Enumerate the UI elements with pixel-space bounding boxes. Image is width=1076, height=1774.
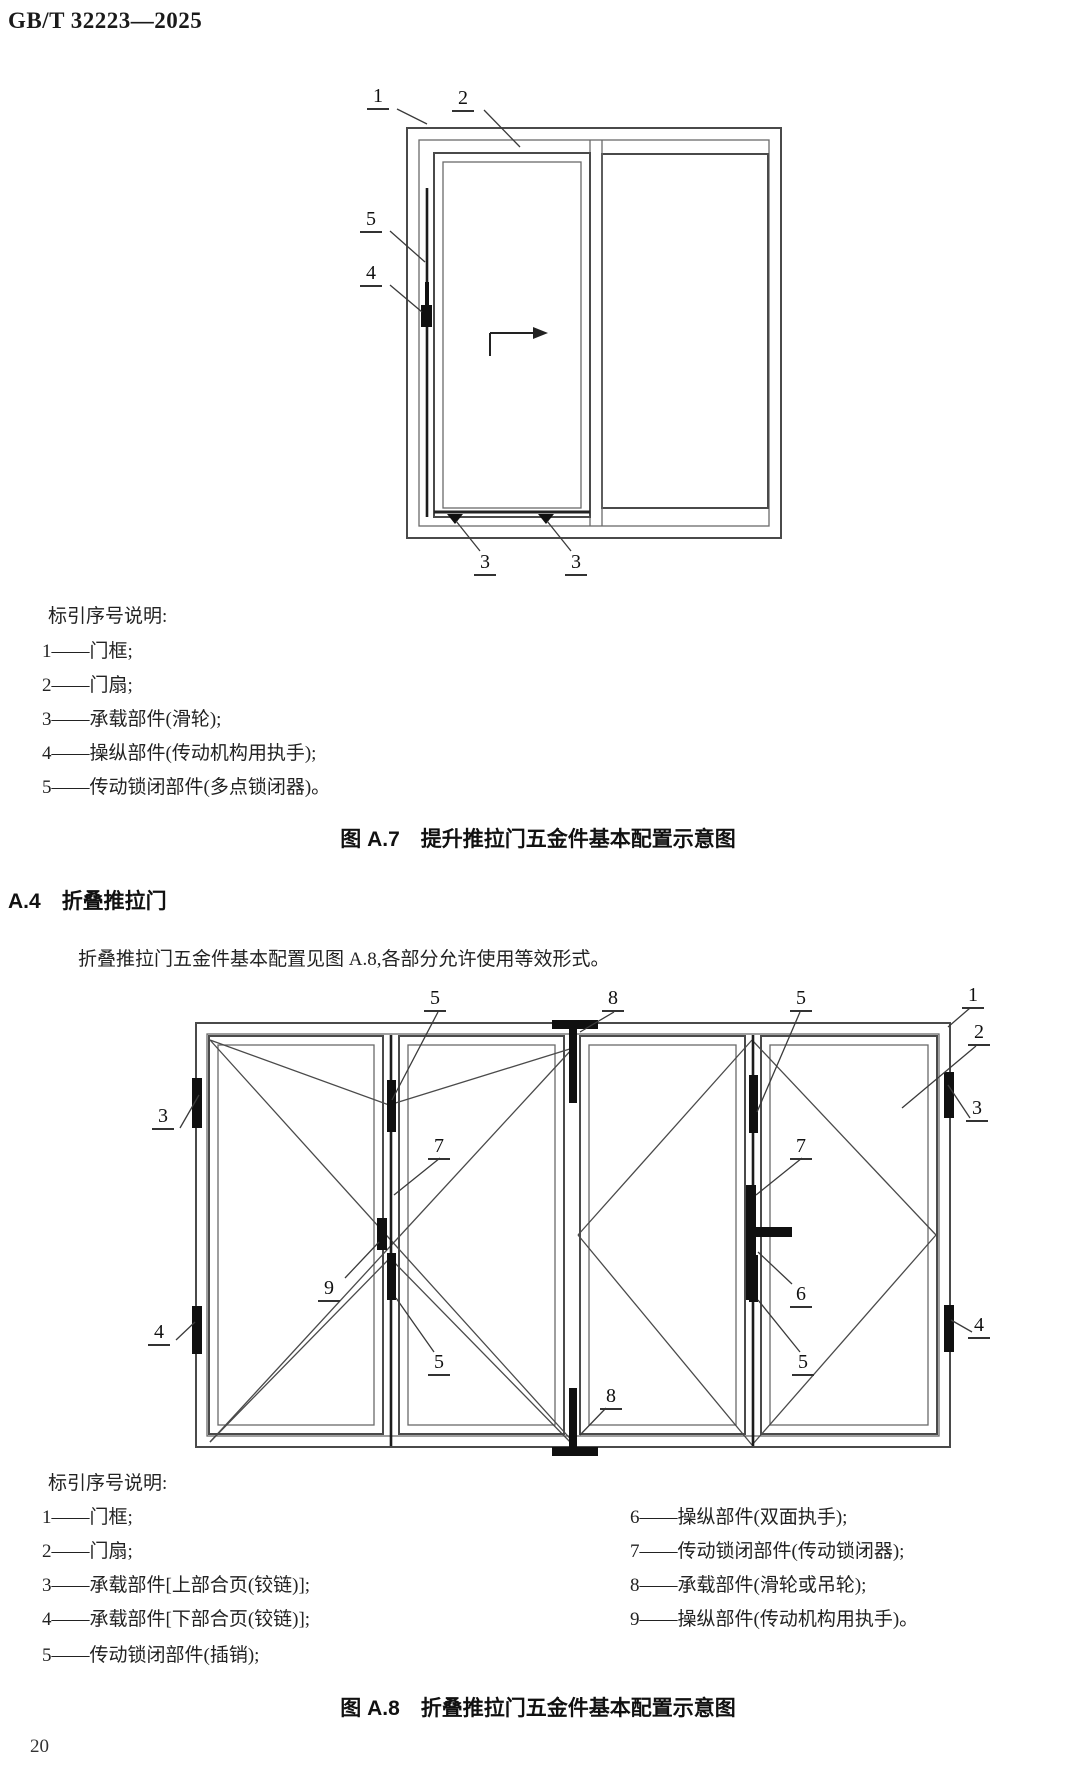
a7-leader-lines [389, 108, 572, 552]
a8-bolt-top-junction-1-2 [387, 1080, 396, 1132]
a7-left-door-leaf [433, 152, 591, 518]
a7-roller-right [538, 514, 554, 524]
a7-meeting-stile [589, 140, 603, 526]
a8-lower-hinge-right [944, 1305, 954, 1352]
a8-fold-diamond-right-pair [577, 1039, 937, 1446]
a8-lower-hinge-left [192, 1306, 202, 1354]
a7-label-roller-b: 3 [565, 552, 587, 576]
section-a4-paragraph: 折叠推拉门五金件基本配置见图 A.8,各部分允许使用等效形式。 [78, 949, 610, 970]
a8-door-panel-2 [398, 1035, 565, 1435]
a7-label-door-leaf: 2 [452, 88, 474, 112]
a8-label-roller-bottom: 8 [600, 1386, 622, 1410]
a8-legend-item-9: 9——操纵部件(传动机构用执手)。 [630, 1609, 919, 1630]
a8-label-bolt-top-left: 5 [424, 988, 446, 1012]
a8-label-roller-top: 8 [602, 988, 624, 1012]
a8-label-lock-right: 7 [790, 1136, 812, 1160]
a8-legend-item-8: 8——承载部件(滑轮或吊轮); [630, 1575, 867, 1596]
a7-legend-item-3: 3——承载部件(滑轮); [42, 709, 222, 730]
section-a4-title: 折叠推拉门 [61, 890, 167, 913]
a8-label-lock-left: 7 [428, 1136, 450, 1160]
a8-label-gear-handle: 9 [318, 1278, 340, 1302]
a8-door-panel-3 [579, 1035, 746, 1435]
section-a4-number: A.4 [8, 890, 41, 913]
a8-label-lower-hinge-left: 4 [148, 1322, 170, 1346]
a8-legend-item-4: 4——承载部件[下部合页(铰链)]; [42, 1609, 311, 1630]
a8-label-door-frame: 1 [962, 985, 984, 1009]
a8-upper-hinge-right [944, 1072, 954, 1118]
a8-double-sided-handle [746, 1185, 792, 1300]
a8-roller-bottom [552, 1388, 598, 1456]
a8-door-panel-1 [208, 1035, 384, 1435]
figure-a8-caption: 图 A.8 折叠推拉门五金件基本配置示意图 [340, 1697, 736, 1720]
a8-legend-item-2: 2——门扇; [42, 1541, 133, 1562]
a7-label-door-frame: 1 [367, 86, 389, 110]
a7-handle [421, 282, 432, 327]
a8-label-door-leaf: 2 [968, 1022, 990, 1046]
page-number: 20 [30, 1736, 49, 1757]
a7-legend-item-2: 2——门扇; [42, 675, 133, 696]
a7-right-door-leaf [601, 153, 769, 509]
a7-label-lock: 5 [360, 209, 382, 233]
a8-label-double-handle: 6 [790, 1284, 812, 1308]
a8-label-bolt-bottom-right: 5 [792, 1352, 814, 1376]
a8-leader-lines [175, 1007, 977, 1436]
a8-legend-item-6: 6——操纵部件(双面执手); [630, 1507, 848, 1528]
a7-legend-item-4: 4——操纵部件(传动机构用执手); [42, 743, 317, 764]
a8-legend-item-7: 7——传动锁闭部件(传动锁闭器); [630, 1541, 905, 1562]
section-a4-heading: A.4 折叠推拉门 [8, 885, 167, 915]
a7-slide-direction-arrow [489, 327, 548, 356]
a8-legend-item-1: 1——门框; [42, 1507, 133, 1528]
a7-label-roller-a: 3 [474, 552, 496, 576]
standard-number-header: GB/T 32223—2025 [8, 8, 203, 33]
a8-label-bolt-bottom-left: 5 [428, 1352, 450, 1376]
a8-legend-item-5: 5——传动锁闭部件(插销); [42, 1645, 260, 1666]
a8-label-lower-hinge-right: 4 [968, 1315, 990, 1339]
figure-a7-caption: 图 A.7 提升推拉门五金件基本配置示意图 [340, 828, 736, 851]
a8-label-upper-hinge-right: 3 [966, 1098, 988, 1122]
a7-label-handle: 4 [360, 263, 382, 287]
figure-a7-drawing [389, 108, 782, 552]
a7-legend-item-5: 5——传动锁闭部件(多点锁闭器)。 [42, 777, 331, 798]
a7-legend-title: 标引序号说明: [48, 606, 168, 627]
a8-label-upper-hinge-left: 3 [152, 1106, 174, 1130]
a7-door-frame [406, 127, 782, 539]
a8-legend-title: 标引序号说明: [48, 1473, 168, 1494]
a8-roller-top [552, 1020, 598, 1103]
figure-a8-drawing [175, 1007, 977, 1456]
a7-legend-item-1: 1——门框; [42, 641, 133, 662]
a8-label-bolt-top-right: 5 [790, 988, 812, 1012]
a7-roller-left [447, 514, 463, 524]
a8-gear-handle [377, 1218, 387, 1250]
a8-upper-hinge-left [192, 1078, 202, 1128]
a8-bolt-bottom-junction-1-2 [387, 1253, 396, 1300]
a8-bolt-top-junction-3-4 [749, 1075, 758, 1133]
a8-legend-item-3: 3——承载部件[上部合页(铰链)]; [42, 1575, 311, 1596]
